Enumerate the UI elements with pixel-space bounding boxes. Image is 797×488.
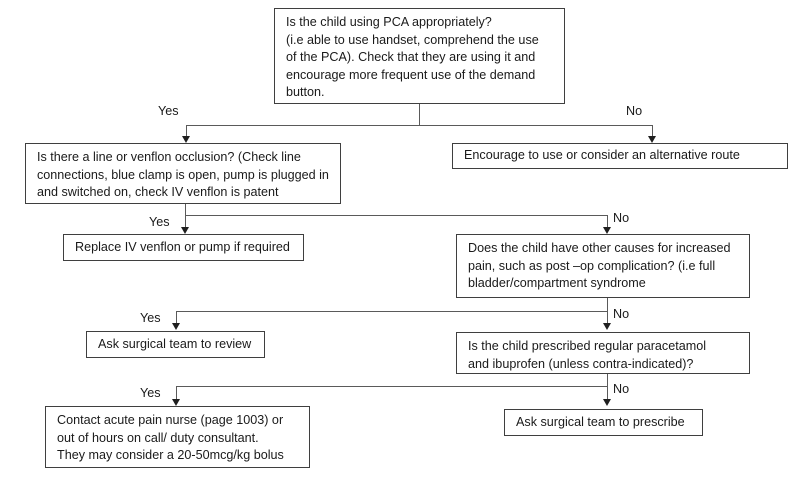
edge-analgesia-stem (607, 373, 609, 387)
edge-other-causes-no-drop (607, 311, 609, 325)
edge-label-occlusion-no: No (613, 211, 630, 225)
edge-root-no-drop (652, 125, 654, 138)
node-replace-venflon[interactable]: Replace IV venflon or pump if required (63, 234, 304, 261)
arrowhead-root-yes (182, 136, 190, 143)
arrowhead-occlusion-no (603, 227, 611, 234)
edge-other-causes-split (176, 311, 608, 313)
edge-root-yes-drop (186, 125, 188, 138)
edge-other-causes-stem (607, 298, 609, 312)
edge-label-analgesia-yes: Yes (140, 386, 161, 400)
edge-other-causes-yes-drop (176, 311, 178, 325)
edge-root-split (186, 125, 653, 127)
node-root-question[interactable]: Is the child using PCA appropriately? (i… (274, 8, 565, 104)
edge-occlusion-split (185, 215, 607, 217)
arrowhead-other-causes-no (603, 323, 611, 330)
arrowhead-analgesia-yes (172, 399, 180, 406)
edge-occlusion-stem (185, 203, 187, 216)
edge-label-analgesia-no: No (613, 382, 630, 396)
arrowhead-other-causes-yes (172, 323, 180, 330)
edge-root-stem (419, 104, 421, 126)
node-other-causes-question[interactable]: Does the child have other causes for inc… (456, 234, 750, 298)
node-alternative-route[interactable]: Encourage to use or consider an alternat… (452, 143, 788, 169)
edge-occlusion-yes-drop (185, 215, 187, 229)
node-contact-pain-nurse[interactable]: Contact acute pain nurse (page 1003) or … (45, 406, 310, 468)
edge-analgesia-no-drop (607, 386, 609, 401)
edge-label-other-causes-no: No (613, 307, 630, 321)
arrowhead-occlusion-yes (181, 227, 189, 234)
node-regular-analgesia-question[interactable]: Is the child prescribed regular paraceta… (456, 332, 750, 374)
node-ask-prescribe[interactable]: Ask surgical team to prescribe (504, 409, 703, 436)
arrowhead-root-no (648, 136, 656, 143)
node-ask-review[interactable]: Ask surgical team to review (86, 331, 265, 358)
edge-label-root-yes: Yes (158, 104, 179, 118)
edge-analgesia-split (176, 386, 608, 388)
node-occlusion-question[interactable]: Is there a line or venflon occlusion? (C… (25, 143, 341, 204)
edge-label-occlusion-yes: Yes (149, 215, 170, 229)
edge-label-root-no: No (626, 104, 643, 118)
arrowhead-analgesia-no (603, 399, 611, 406)
edge-label-other-causes-yes: Yes (140, 311, 161, 325)
edge-occlusion-no-drop (607, 215, 609, 229)
edge-analgesia-yes-drop (176, 386, 178, 401)
